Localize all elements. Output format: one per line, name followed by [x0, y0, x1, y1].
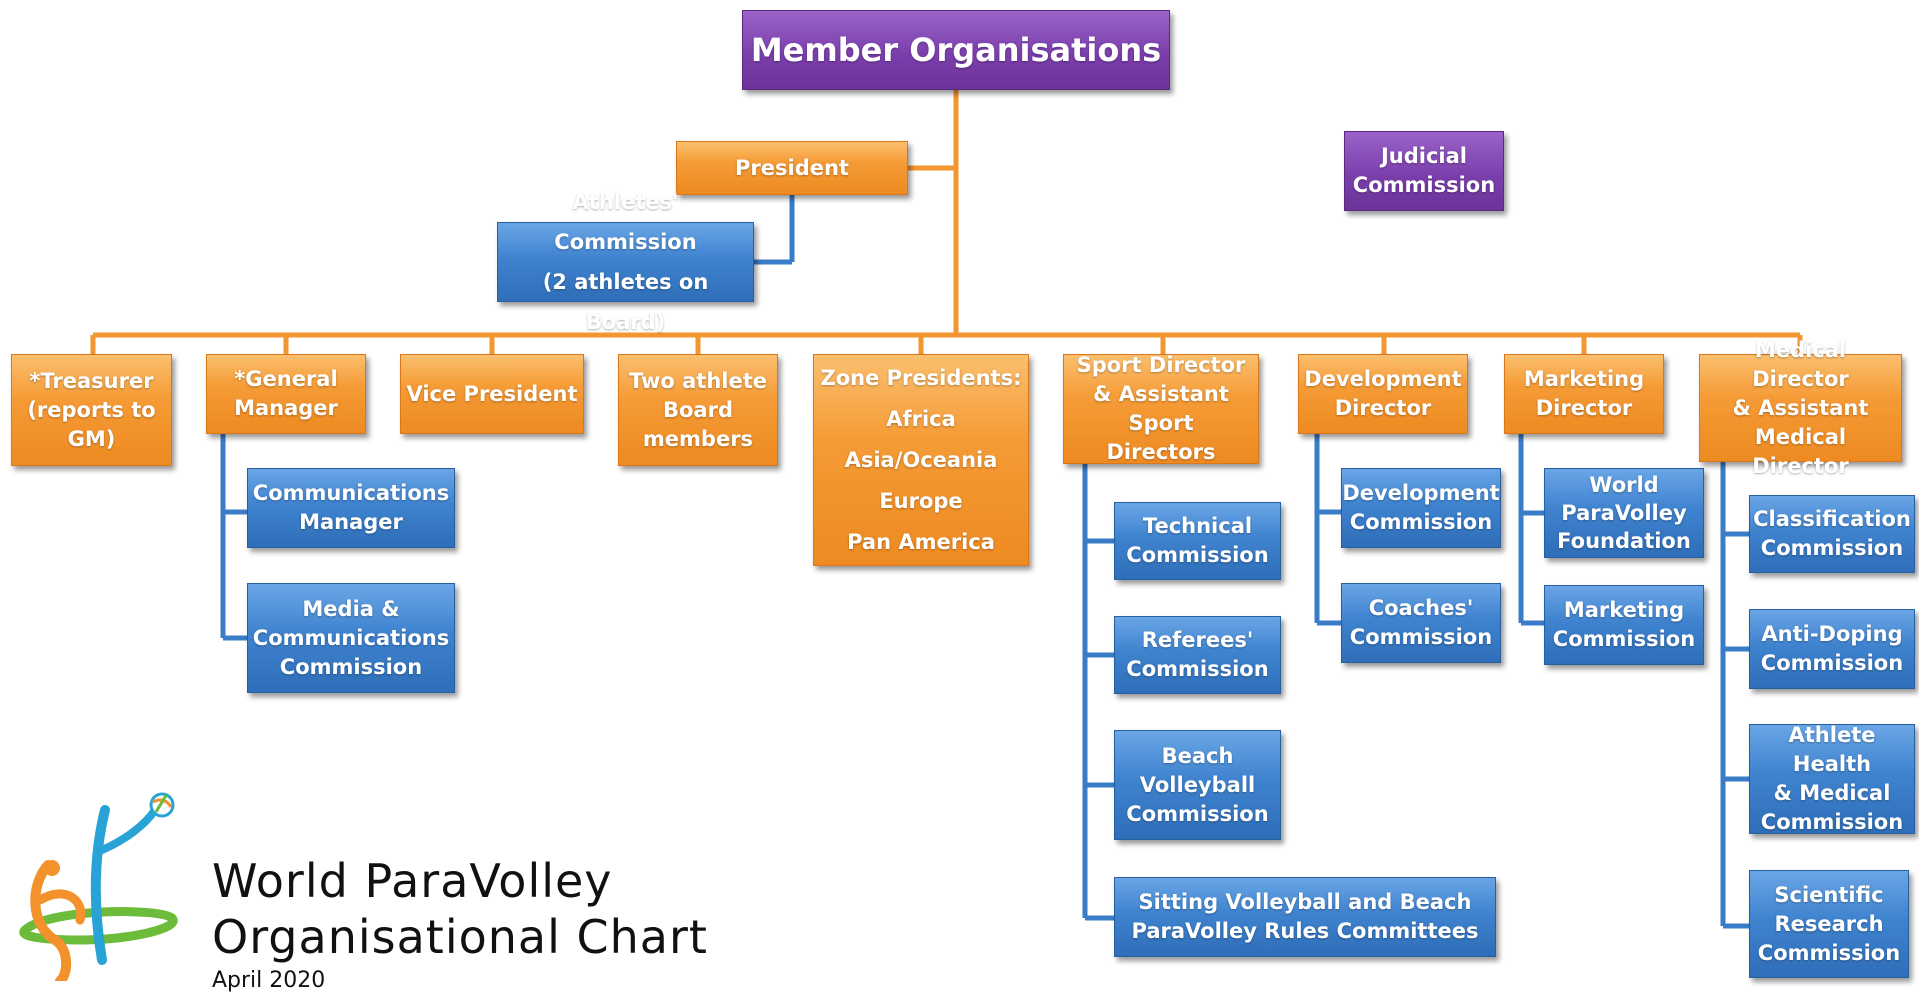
- development-director-box[interactable]: Development Director: [1298, 354, 1468, 434]
- judicial-line-2: Commission: [1352, 173, 1496, 197]
- sport-director-box[interactable]: Sport Director & Assistant Sport Directo…: [1063, 353, 1259, 464]
- two-athlete-line-1: Two athlete: [628, 368, 768, 393]
- anti-doping-line-1: Anti-Doping: [1761, 622, 1903, 646]
- referees-line-2: Commission: [1126, 657, 1269, 681]
- coaches-line-2: Commission: [1349, 625, 1493, 649]
- foundation-line-1: World: [1589, 473, 1659, 497]
- medical-director-box[interactable]: Medical Director & Assistant Medical Dir…: [1699, 338, 1902, 478]
- communications-manager-box[interactable]: Communications Manager: [247, 468, 455, 548]
- media-commission-line-1: Media &: [302, 596, 400, 621]
- marketing-director-box[interactable]: Marketing Director: [1504, 354, 1664, 434]
- media-commission-line-3: Commission: [279, 654, 423, 679]
- media-communications-commission-box[interactable]: Media & Communications Commission: [247, 583, 455, 693]
- scientific-line-1: Scientific: [1774, 882, 1884, 907]
- referees-line-1: Referees': [1141, 628, 1254, 652]
- president-box[interactable]: President: [676, 141, 908, 195]
- athletes-commission-line-1: Athletes' Commission: [554, 190, 697, 254]
- world-paravolley-logo: [19, 792, 178, 981]
- marketing-director-line-2: Director: [1535, 396, 1633, 420]
- scientific-research-commission-box[interactable]: Scientific Research Commission: [1749, 870, 1909, 978]
- sport-director-line-3: Directors: [1106, 440, 1216, 464]
- sport-director-line-1: Sport Director: [1076, 353, 1246, 377]
- vice-president-label: Vice President: [406, 381, 578, 406]
- footer-title-line-1: World ParaVolley: [212, 854, 613, 908]
- judicial-line-1: Judicial: [1380, 144, 1467, 168]
- foundation-line-2: ParaVolley: [1561, 501, 1687, 525]
- sport-director-line-2: & Assistant Sport: [1093, 382, 1229, 435]
- treasurer-line-2: (reports to: [27, 397, 156, 422]
- referees-commission-box[interactable]: Referees' Commission: [1114, 616, 1281, 694]
- zone-asia-oceania: Asia/Oceania: [844, 447, 998, 472]
- anti-doping-line-2: Commission: [1760, 651, 1904, 675]
- member-organisations-box[interactable]: Member Organisations: [742, 10, 1170, 90]
- athlete-health-line-1: Athlete Health: [1788, 723, 1876, 776]
- anti-doping-commission-box[interactable]: Anti-Doping Commission: [1749, 609, 1915, 689]
- comms-manager-line-1: Communications: [252, 481, 450, 505]
- zone-africa: Africa: [886, 406, 956, 431]
- zone-presidents-box[interactable]: Zone Presidents: Africa Asia/Oceania Eur…: [813, 354, 1029, 566]
- rules-committees-box[interactable]: Sitting Volleyball and Beach ParaVolley …: [1114, 877, 1496, 957]
- technical-commission-box[interactable]: Technical Commission: [1114, 502, 1281, 580]
- athletes-commission-line-2: (2 athletes on Board): [542, 270, 709, 334]
- development-commission-line-1: Development: [1342, 481, 1500, 505]
- treasurer-line-1: *Treasurer: [29, 368, 154, 393]
- two-athlete-board-box[interactable]: Two athlete Board members: [618, 354, 778, 466]
- classification-line-1: Classification: [1753, 507, 1911, 531]
- development-director-line-1: Development: [1304, 367, 1462, 391]
- athletes-commission-box[interactable]: Athletes' Commission (2 athletes on Boar…: [497, 190, 754, 334]
- coaches-commission-box[interactable]: Coaches' Commission: [1341, 583, 1501, 663]
- general-manager-box[interactable]: *General Manager: [206, 354, 366, 434]
- treasurer-line-3: GM): [67, 426, 116, 451]
- scientific-line-2: Research: [1774, 911, 1884, 936]
- world-paravolley-foundation-box[interactable]: World ParaVolley Foundation: [1544, 468, 1704, 558]
- zone-presidents-heading: Zone Presidents:: [820, 365, 1022, 390]
- beach-volleyball-commission-box[interactable]: Beach Volleyball Commission: [1114, 730, 1281, 840]
- coaches-line-1: Coaches': [1368, 596, 1474, 620]
- two-athlete-line-2: Board: [663, 397, 733, 422]
- beach-line-3: Commission: [1126, 801, 1269, 826]
- marketing-director-line-1: Marketing: [1523, 367, 1645, 391]
- marketing-commission-line-2: Commission: [1552, 627, 1696, 651]
- technical-line-2: Commission: [1126, 543, 1269, 567]
- general-manager-line-2: Manager: [234, 396, 338, 420]
- development-commission-line-2: Commission: [1349, 510, 1493, 534]
- media-commission-line-2: Communications: [252, 625, 450, 650]
- technical-line-1: Technical: [1142, 514, 1253, 538]
- general-manager-line-1: *General: [234, 367, 338, 391]
- two-athlete-line-3: members: [642, 426, 754, 451]
- zone-europe: Europe: [879, 488, 963, 513]
- athlete-health-line-2: & Medical: [1773, 781, 1891, 805]
- development-commission-box[interactable]: Development Commission: [1341, 468, 1501, 548]
- comms-manager-line-2: Manager: [299, 510, 403, 534]
- president-label: President: [735, 155, 849, 180]
- classification-commission-box[interactable]: Classification Commission: [1749, 495, 1915, 573]
- rules-line-1: Sitting Volleyball and Beach: [1138, 890, 1472, 914]
- athlete-health-medical-commission-box[interactable]: Athlete Health & Medical Commission: [1749, 723, 1915, 834]
- footer-title-line-2: Organisational Chart: [212, 910, 708, 964]
- vice-president-box[interactable]: Vice President: [400, 354, 584, 434]
- marketing-commission-line-1: Marketing: [1563, 598, 1685, 622]
- member-organisations-label: Member Organisations: [750, 30, 1162, 69]
- medical-director-line-2: & Assistant: [1732, 395, 1869, 420]
- development-director-line-2: Director: [1334, 396, 1432, 420]
- rules-line-2: ParaVolley Rules Committees: [1131, 919, 1479, 943]
- foundation-line-3: Foundation: [1557, 529, 1691, 553]
- treasurer-box[interactable]: *Treasurer (reports to GM): [11, 354, 172, 466]
- classification-line-2: Commission: [1760, 536, 1904, 560]
- medical-director-line-1: Medical Director: [1752, 337, 1849, 391]
- beach-line-2: Volleyball: [1139, 772, 1256, 797]
- medical-director-line-3: Medical Director: [1752, 424, 1849, 478]
- scientific-line-3: Commission: [1757, 940, 1901, 965]
- judicial-commission-box[interactable]: Judicial Commission: [1344, 131, 1504, 211]
- footer: World ParaVolley Organisational Chart Ap…: [0, 790, 900, 993]
- marketing-commission-box[interactable]: Marketing Commission: [1544, 585, 1704, 665]
- athlete-health-line-3: Commission: [1760, 810, 1904, 834]
- zone-pan-america: Pan America: [847, 529, 995, 554]
- beach-line-1: Beach: [1161, 743, 1234, 768]
